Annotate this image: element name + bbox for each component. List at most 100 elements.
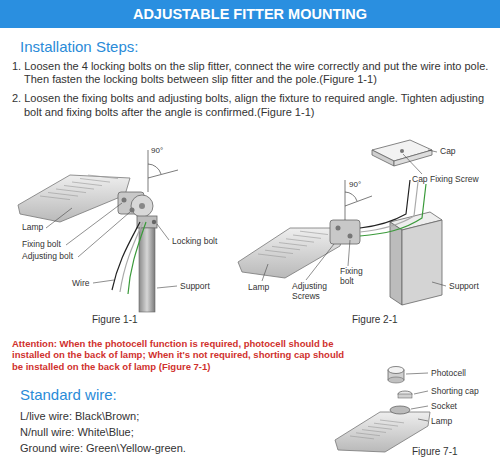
part-label-text: Locking bolt: [172, 236, 217, 246]
step-text-text: 2. Loosen the fixing bolts and adjusting…: [12, 92, 484, 117]
lamp-fin: [380, 420, 404, 423]
lamp-fin: [72, 182, 102, 186]
lamp-fin: [362, 430, 386, 433]
figure-1-wires: [112, 222, 146, 294]
figure-2-fitter: [330, 220, 360, 244]
part-label: Lamp: [22, 222, 43, 232]
part-label-text: Cap: [440, 146, 456, 156]
lamp-fin: [265, 250, 293, 253]
part-label-text: Support: [449, 281, 479, 291]
lamp-fin: [286, 239, 314, 242]
lamp-fin: [356, 433, 380, 436]
figure-7-leaders: [406, 373, 428, 421]
figure-2-angle-part: [345, 192, 357, 201]
figure-1-lamp: [18, 175, 130, 222]
figure-7-shorting-cap: [398, 391, 412, 398]
figure-1-fitter: [118, 192, 157, 228]
part-label: Socket: [431, 401, 457, 411]
figure-7-leaders-part: [418, 419, 428, 421]
figure-2-fitter-part: [330, 220, 360, 244]
figure-7-leaders-part: [414, 391, 428, 394]
part-label: Wire: [72, 278, 89, 288]
figure-7-shorting-cap-part: [398, 394, 412, 398]
figure-caption-text: Figure 7-1: [412, 446, 458, 457]
figure-caption: Figure 7-1: [412, 446, 458, 458]
attention-heading: Attention: When the photocell function i…: [12, 338, 350, 372]
part-label: Adjusting bolt: [22, 251, 73, 261]
figure-1-angle-part: [148, 170, 178, 178]
figure-7-photocell-part: [388, 367, 404, 374]
lamp-fin: [56, 189, 86, 193]
attention-note: When the photocell function is required,…: [12, 338, 344, 372]
figure-2-lamp-part: [258, 231, 328, 257]
figure-1-leaders-part: [157, 286, 177, 288]
figure-2-support-part: [402, 220, 442, 305]
part-label: Support: [449, 281, 479, 291]
lamp-fin: [279, 243, 307, 246]
part-label-text: Adjusting Screws: [292, 281, 327, 301]
figure-2-angle-part: [345, 196, 372, 206]
lamp-fin: [374, 423, 398, 426]
figure-1-fitter-part: [152, 220, 156, 224]
attention-heading-text: Attention:: [12, 338, 57, 349]
section-heading: Standard wire:: [20, 386, 117, 404]
figure-caption: Figure 2-1: [352, 314, 398, 326]
figure-7-shorting-cap-part: [398, 391, 412, 397]
angle-label: 90°: [151, 146, 163, 156]
step-text: 1. Loosen the 4 locking bolts on the sli…: [12, 60, 490, 86]
lamp-fin: [40, 196, 70, 200]
figure-2-cap: [372, 140, 432, 166]
figure-1-wires-part: [120, 222, 143, 292]
figure-1-fitter-part: [122, 198, 127, 203]
part-label-text: Fixing bolt: [340, 266, 363, 286]
part-label-text: Lamp: [22, 222, 43, 232]
figure-7-socket: [390, 406, 410, 414]
figure-1-leaders-part: [157, 224, 169, 240]
part-label-text: Photocell: [431, 368, 466, 378]
figure-1-lamp-part: [40, 175, 118, 200]
title: ADJUSTABLE FITTER MOUNTING: [0, 0, 500, 28]
figure-2-leaders-part: [348, 240, 350, 266]
wire-spec-text: L/live wire: Black\Brown;: [20, 410, 139, 422]
part-label-text: Support: [180, 281, 210, 291]
figure-2-cap-part: [400, 149, 404, 153]
part-label-text: Lamp: [431, 416, 452, 426]
part-label: Locking bolt: [172, 236, 217, 246]
figure-2-leaders-part: [262, 264, 268, 281]
lamp-fin: [88, 175, 118, 179]
part-label: Lamp: [248, 282, 269, 292]
lamp-fin: [48, 193, 78, 197]
lamp-fin: [272, 246, 300, 249]
part-label: Cap Fixing Screw: [412, 174, 479, 184]
figure-2-fitter-part: [336, 226, 341, 231]
part-label: Photocell: [431, 368, 466, 378]
part-label-text: Lamp: [248, 282, 269, 292]
figure-1-leaders-part: [93, 280, 114, 283]
part-label: Lamp: [431, 416, 452, 426]
lamp-fin: [368, 426, 392, 429]
part-label-text: Cap Fixing Screw: [412, 174, 479, 184]
figure-1-angle: [148, 150, 178, 192]
figure-7-leaders-part: [411, 406, 428, 409]
wire-spec-text: N/null wire: White\Blue;: [20, 426, 134, 438]
figure-1-fitter-part: [131, 195, 153, 217]
part-label: Shorting cap: [431, 386, 479, 396]
part-label: Adjusting Screws: [292, 281, 336, 301]
figure-7-photocell-part: [388, 377, 404, 383]
figure-2-lamp: [238, 228, 345, 278]
lamp-fin: [350, 436, 374, 439]
figure-1-support-part: [139, 228, 155, 312]
part-label: Support: [180, 281, 210, 291]
figure-1-leaders: [46, 203, 177, 288]
figure-caption-text: Figure 2-1: [352, 314, 398, 325]
angle-label-text: 90°: [349, 180, 361, 189]
figure-7-photocell: [388, 367, 404, 384]
lamp-fin: [80, 179, 110, 183]
figure-2-angle: [345, 180, 372, 220]
figure-7-lamp-part: [350, 420, 404, 439]
figure-2-support-part: [390, 222, 402, 305]
lamp-fin: [293, 235, 321, 238]
figure-2-leaders: [262, 150, 446, 286]
figure-2-angle-part: [345, 180, 346, 220]
part-label-text: Fixing bolt: [22, 239, 61, 249]
